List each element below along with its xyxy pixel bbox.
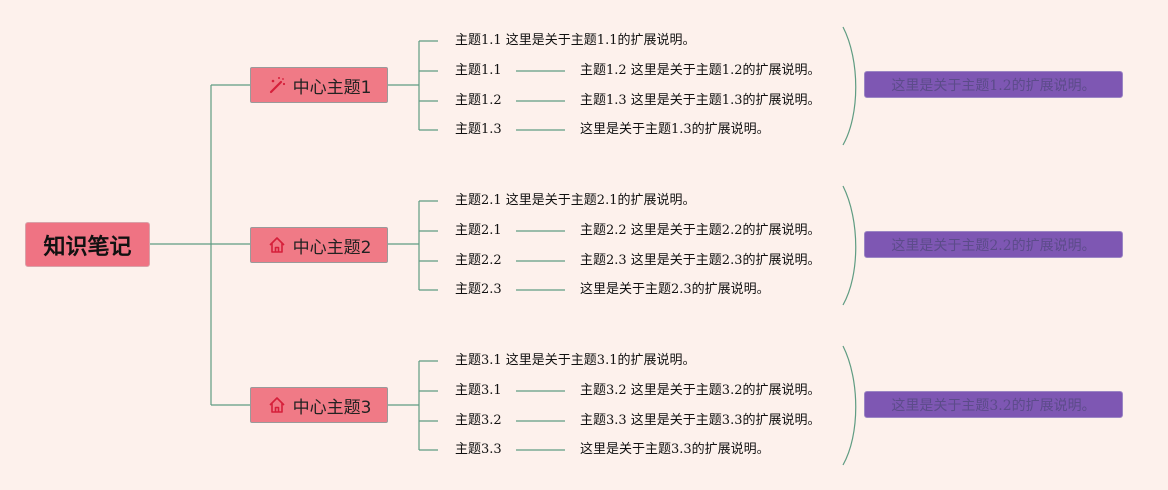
central-topic-1[interactable]: 中心主题1 — [250, 67, 388, 103]
subtopic-item[interactable]: 主题2.2 — [455, 253, 502, 268]
subtopic-item[interactable]: 主题3.3 — [455, 442, 502, 457]
subtopic-item[interactable]: 主题2.1 这里是关于主题2.1的扩展说明。 — [455, 193, 696, 208]
subtopic-note[interactable]: 这里是关于主题3.3的扩展说明。 — [580, 442, 770, 457]
subtopic-item[interactable]: 主题1.1 — [455, 63, 502, 78]
subtopic-note[interactable]: 主题1.2 这里是关于主题1.2的扩展说明。 — [580, 63, 821, 78]
home-icon — [267, 395, 287, 415]
subtopic-note[interactable]: 主题2.3 这里是关于主题2.3的扩展说明。 — [580, 253, 821, 268]
summary-box-1[interactable]: 这里是关于主题1.2的扩展说明。 — [864, 71, 1123, 98]
subtopic-item[interactable]: 主题3.1 — [455, 383, 502, 398]
subtopic-item[interactable]: 主题1.2 — [455, 93, 502, 108]
summary-box-3[interactable]: 这里是关于主题3.2的扩展说明。 — [864, 391, 1123, 418]
subtopic-note[interactable]: 主题1.3 这里是关于主题1.3的扩展说明。 — [580, 93, 821, 108]
subtopic-item[interactable]: 主题3.1 这里是关于主题3.1的扩展说明。 — [455, 353, 696, 368]
subtopic-note[interactable]: 这里是关于主题2.3的扩展说明。 — [580, 282, 770, 297]
central-topic-3[interactable]: 中心主题3 — [250, 387, 388, 423]
subtopic-note[interactable]: 主题3.2 这里是关于主题3.2的扩展说明。 — [580, 383, 821, 398]
subtopic-note[interactable]: 这里是关于主题1.3的扩展说明。 — [580, 122, 770, 137]
central-topic-3-label: 中心主题3 — [292, 397, 372, 418]
central-topic-1-label: 中心主题1 — [292, 77, 372, 98]
subtopic-note[interactable]: 主题2.2 这里是关于主题2.2的扩展说明。 — [580, 223, 821, 238]
home-icon — [267, 235, 287, 255]
subtopic-item[interactable]: 主题1.3 — [455, 122, 502, 137]
subtopic-item[interactable]: 主题1.1 这里是关于主题1.1的扩展说明。 — [455, 33, 696, 48]
central-topic-2-label: 中心主题2 — [292, 237, 372, 258]
subtopic-item[interactable]: 主题3.2 — [455, 413, 502, 428]
summary-box-2[interactable]: 这里是关于主题2.2的扩展说明。 — [864, 231, 1123, 258]
subtopic-item[interactable]: 主题2.1 — [455, 223, 502, 238]
central-topic-2[interactable]: 中心主题2 — [250, 227, 388, 263]
subtopic-note[interactable]: 主题3.3 这里是关于主题3.3的扩展说明。 — [580, 413, 821, 428]
root-topic[interactable]: 知识笔记 — [25, 222, 150, 267]
magic-wand-icon — [267, 75, 287, 95]
subtopic-item[interactable]: 主题2.3 — [455, 282, 502, 297]
